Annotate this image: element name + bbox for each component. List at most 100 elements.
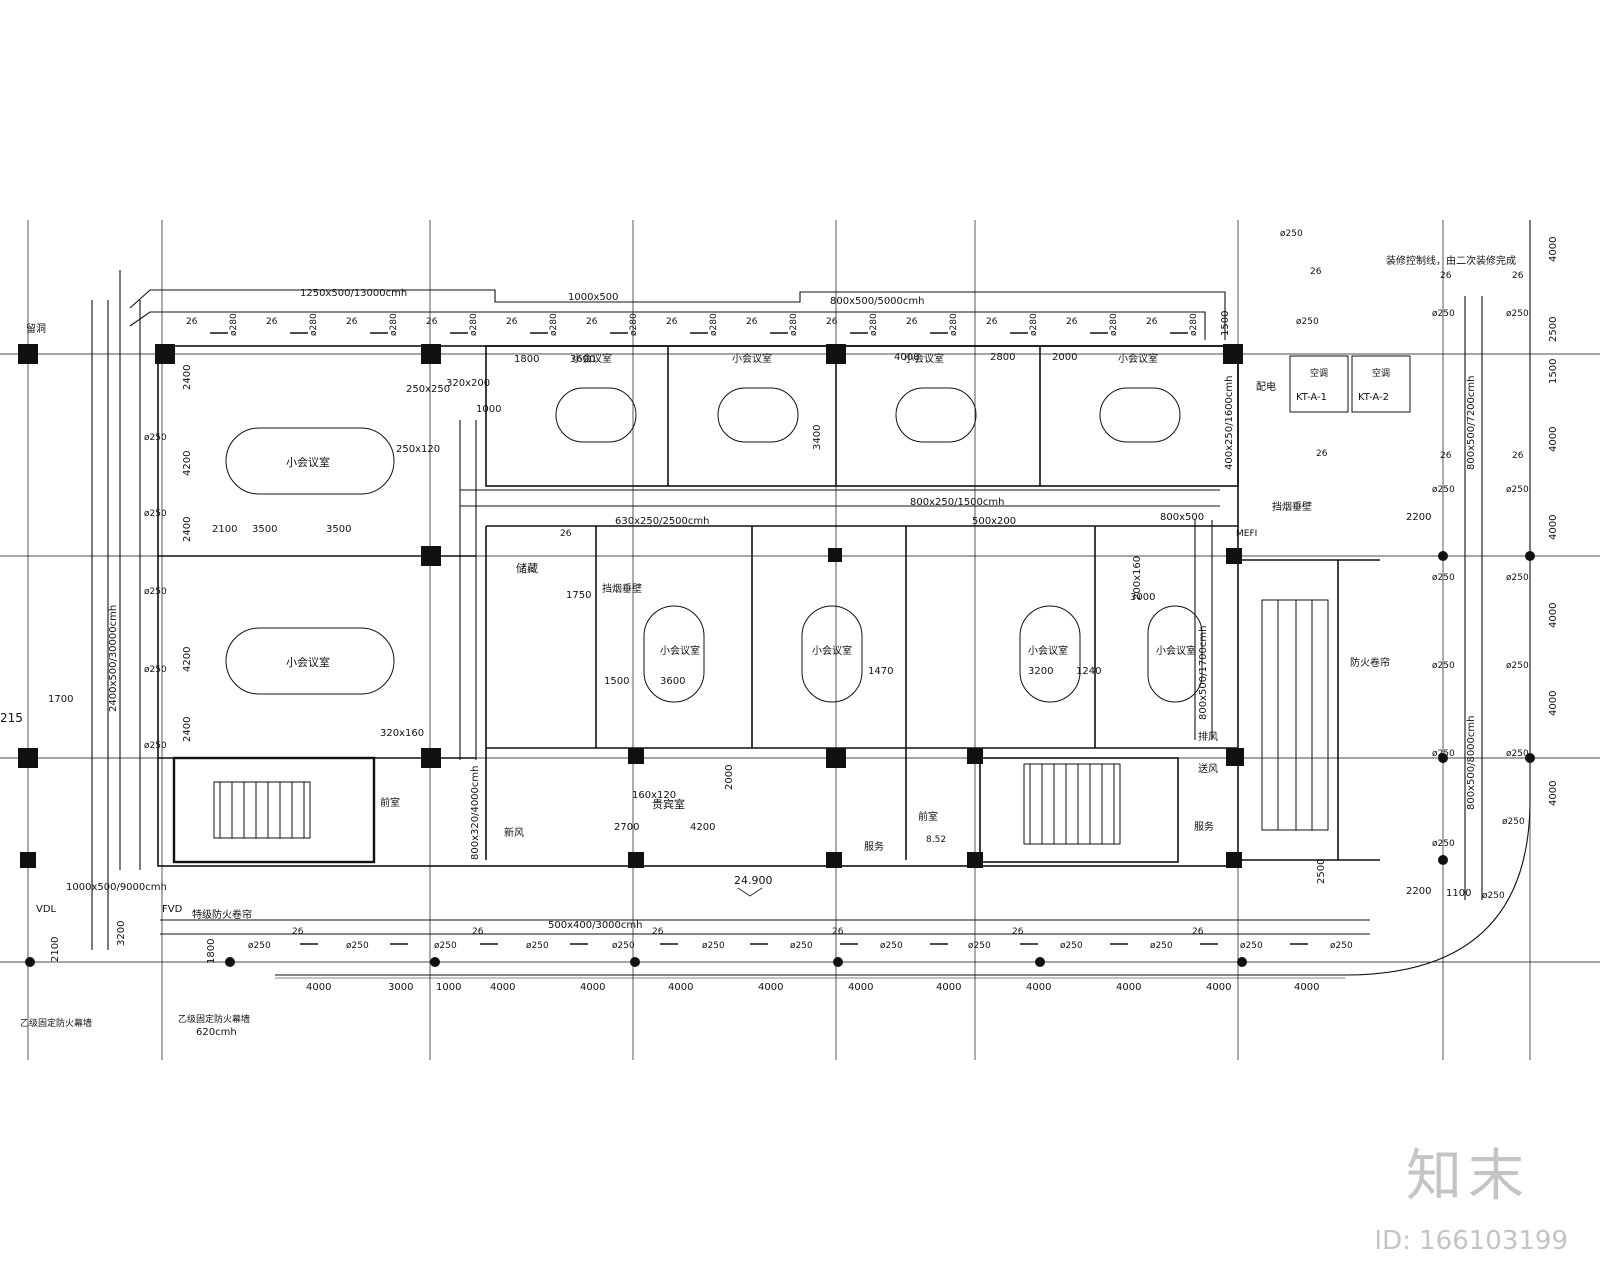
- label-smoke-curtain-left: 挡烟垂壁: [602, 582, 642, 595]
- diffuser-size-8: ø280: [789, 313, 799, 336]
- diffuser-round-26: ø250: [1432, 839, 1455, 849]
- duct-runs: [91, 220, 1531, 976]
- diffuser-tag-6: 26: [586, 317, 598, 327]
- dim-right-7: 4000: [1548, 691, 1559, 716]
- diffuser-size-3: ø280: [389, 313, 399, 336]
- duct-label-corridor-a: 630x250/2500cmh: [615, 516, 710, 527]
- duct-labels: 1250x500/13000cmh 1000x500 800x500/5000c…: [66, 288, 1477, 1038]
- dim-left-5: 2400: [182, 717, 193, 742]
- duct-label-vertical-center: 800x320/4000cmh: [470, 766, 481, 861]
- diffuser-tag-18: 26: [1440, 451, 1452, 461]
- dim-room-30: 8.52: [926, 835, 946, 845]
- dim-room-28: 1500: [1220, 311, 1231, 336]
- room-supply: 送风: [1198, 762, 1218, 775]
- duct-label-top-right: 800x500/5000cmh: [830, 296, 925, 307]
- label-fvd: FVD: [162, 904, 183, 915]
- dim-right-4: 4000: [1548, 427, 1559, 452]
- diffuser-round-9: ø250: [968, 941, 991, 951]
- diffuser-round-23: ø250: [1506, 661, 1529, 671]
- duct-label-top-mid: 1000x500: [568, 292, 618, 303]
- dim-room-11: 3600: [660, 676, 685, 687]
- room-meeting-9: 小会议室: [1028, 644, 1068, 657]
- dim-room-27: 2500: [1316, 859, 1327, 884]
- diffuser-tag-23: 26: [832, 927, 844, 937]
- escalators: [1261, 599, 1329, 831]
- dim-room-9: 1000: [476, 404, 501, 415]
- dim-bottom-5: 4000: [580, 982, 605, 993]
- label-ac-2: 空调: [1372, 367, 1390, 379]
- diffuser-round-2: ø250: [346, 941, 369, 951]
- diffuser-round-25: ø250: [1506, 749, 1529, 759]
- dim-room-3: 3500: [326, 524, 351, 535]
- diffuser-round-3: ø250: [434, 941, 457, 951]
- branch-label-a: 250x250: [406, 384, 450, 395]
- diffuser-round-28: ø250: [1482, 891, 1505, 901]
- dim-room-4: 1800: [514, 354, 539, 365]
- room-meeting-3: 小会议室: [572, 352, 612, 365]
- room-storage: 储藏: [516, 561, 538, 575]
- diffuser-tags: ø280 ø280 ø280 ø280 ø280 ø280 ø280 ø280 …: [144, 229, 1529, 951]
- dimensions: 4000 3000 1000 4000 4000 4000 4000 4000 …: [0, 237, 1559, 993]
- columns: [18, 344, 1535, 967]
- label-mefi: MEFI: [1236, 529, 1257, 539]
- dim-bottom-10: 4000: [1026, 982, 1051, 993]
- diffuser-size-7: ø280: [709, 313, 719, 336]
- diffuser-tag-10: 26: [906, 317, 918, 327]
- diffuser-tag-20: 26: [292, 927, 304, 937]
- room-anteroom-left: 前室: [380, 796, 400, 809]
- diffuser-tag-16: 26: [1512, 271, 1524, 281]
- diffuser-size-13: ø280: [1189, 313, 1199, 336]
- diffuser-tag-12: 26: [1066, 317, 1078, 327]
- diffuser-round-22: ø250: [1432, 661, 1455, 671]
- dim-bottom-3: 1000: [436, 982, 461, 993]
- diffuser-tag-15: 26: [1440, 271, 1452, 281]
- diffuser-tag-17: 26: [1316, 449, 1328, 459]
- room-anteroom-right: 前室: [918, 810, 938, 823]
- diffuser-size-5: ø280: [549, 313, 559, 336]
- diffuser-round-32: ø250: [144, 665, 167, 675]
- dim-room-14: 1240: [1076, 666, 1101, 677]
- label-fixed-curtain-left: 乙级固定防火幕墙: [20, 1017, 92, 1029]
- dim-room-23: 1800: [206, 939, 217, 964]
- diffuser-tag-11: 26: [986, 317, 998, 327]
- diffuser-round-10: ø250: [1060, 941, 1083, 951]
- dim-room-21: 215: [0, 711, 23, 725]
- duct-label-right-lower: 800x500/8000cmh: [1466, 716, 1477, 811]
- diffuser-tag-9: 26: [826, 317, 838, 327]
- diffuser-size-4: ø280: [469, 313, 479, 336]
- room-fresh-air: 新风: [504, 826, 524, 839]
- dim-left-2: 4200: [182, 451, 193, 476]
- branch-label-g: 400x250/1600cmh: [1224, 376, 1235, 471]
- duct-label-cut: 620cmh: [196, 1027, 237, 1038]
- dim-room-17: 4200: [690, 822, 715, 833]
- dim-room-1: 2100: [212, 524, 237, 535]
- duct-label-left-riser: 2400x500/30000cmh: [108, 605, 119, 712]
- diffuser-round-20: ø250: [1432, 573, 1455, 583]
- diffuser-round-8: ø250: [880, 941, 903, 951]
- branch-label-e: 200x160: [1132, 556, 1143, 600]
- diffuser-tag-7: 26: [666, 317, 678, 327]
- dim-right-1: 4000: [1548, 237, 1559, 262]
- diffuser-round-1: ø250: [248, 941, 271, 951]
- diffuser-round-16: ø250: [1432, 309, 1455, 319]
- duct-label-bottom-left: 1000x500/9000cmh: [66, 882, 167, 893]
- label-special-shutter: 特级防火卷帘: [192, 908, 252, 921]
- diffuser-tag-19: 26: [1512, 451, 1524, 461]
- dim-room-29: 3000: [1130, 592, 1155, 603]
- diffuser-tag-14: 26: [1310, 267, 1322, 277]
- dim-bottom-6: 4000: [668, 982, 693, 993]
- branch-label-b: 320x200: [446, 378, 490, 389]
- dim-left-1: 2400: [182, 365, 193, 390]
- diffuser-tag-5: 26: [506, 317, 518, 327]
- diffuser-tag-4: 26: [426, 317, 438, 327]
- dim-room-22: 3200: [116, 921, 127, 946]
- dim-left-3: 2400: [182, 517, 193, 542]
- dim-room-18: 2000: [724, 765, 735, 790]
- stair-right: [979, 757, 1179, 863]
- dim-room-10: 3400: [812, 425, 823, 450]
- diffuser-tag-22: 26: [652, 927, 664, 937]
- diffuser-size-2: ø280: [309, 313, 319, 336]
- stair-left: [172, 756, 376, 864]
- dim-room-8: 4000: [894, 352, 919, 363]
- diffuser-tag-21: 26: [472, 927, 484, 937]
